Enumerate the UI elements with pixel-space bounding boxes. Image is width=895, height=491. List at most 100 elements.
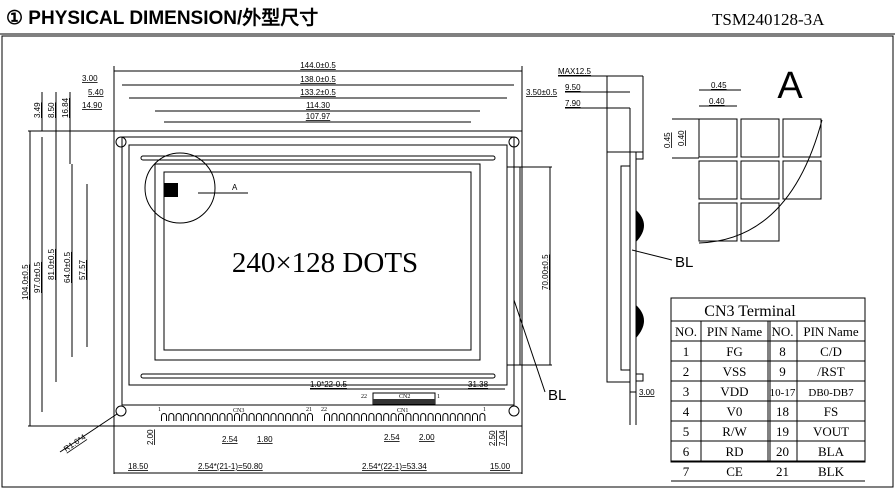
- frame-outline: [121, 136, 515, 406]
- pin: [361, 413, 367, 421]
- svg-text:22: 22: [321, 407, 327, 413]
- table-cell: V0: [727, 404, 743, 419]
- pin: [270, 413, 277, 421]
- pin: [457, 413, 464, 421]
- cn1-pins: [324, 413, 486, 421]
- pin: [292, 413, 299, 421]
- table-cell: 5: [683, 424, 690, 439]
- svg-text:31.38: 31.38: [468, 380, 489, 389]
- pin: [161, 413, 167, 421]
- pin: [197, 413, 204, 421]
- pin: [412, 413, 419, 421]
- svg-text:3.00: 3.00: [82, 74, 98, 83]
- pin: [331, 413, 338, 421]
- table-cell: VSS: [723, 364, 747, 379]
- pin: [263, 413, 270, 421]
- pin: [420, 413, 427, 421]
- pin: [307, 413, 313, 421]
- pin: [353, 413, 360, 421]
- table-cell: 21: [776, 464, 789, 479]
- table-cell: DB0-DB7: [808, 387, 854, 399]
- pin: [182, 413, 189, 421]
- svg-text:14.90: 14.90: [82, 101, 103, 110]
- table-cell: FG: [726, 344, 743, 359]
- pin: [190, 413, 197, 421]
- detail-a: A 0.45 0.40 0.45 0.40: [663, 65, 823, 244]
- pin: [299, 413, 306, 421]
- pin: [435, 413, 441, 421]
- svg-text:MAX12.5: MAX12.5: [558, 67, 591, 76]
- pixel-cell: [698, 118, 738, 158]
- table-cell: RD: [725, 444, 743, 459]
- table-cell: BLK: [818, 464, 845, 479]
- pin: [255, 413, 262, 421]
- svg-text:1.80: 1.80: [257, 435, 273, 444]
- svg-text:0.45: 0.45: [663, 132, 672, 148]
- svg-text:5.40: 5.40: [88, 88, 104, 97]
- svg-text:A: A: [777, 65, 803, 107]
- svg-text:15.00: 15.00: [490, 462, 511, 471]
- table-cell: 8: [779, 344, 786, 359]
- dots-label: 240×128 DOTS: [232, 247, 418, 279]
- detail-a-circle: [144, 152, 216, 224]
- svg-text:16.84: 16.84: [61, 97, 70, 118]
- table-cell: 6: [683, 444, 690, 459]
- svg-text:0.45: 0.45: [711, 81, 727, 90]
- pixel-cell: [740, 118, 780, 158]
- svg-text:8.50: 8.50: [47, 102, 56, 118]
- view-area: [154, 163, 481, 361]
- pin: [383, 413, 390, 421]
- pin: [212, 413, 219, 421]
- table-cell: FS: [824, 404, 838, 419]
- section-title: ① PHYSICAL DIMENSION/外型尺寸: [6, 6, 318, 29]
- pcb-outline: [113, 130, 523, 427]
- svg-text:1: 1: [483, 407, 486, 413]
- pixel-cell: [782, 160, 822, 200]
- table-cell: R/W: [722, 424, 747, 439]
- pixel-cell: [740, 160, 780, 200]
- pin: [277, 413, 284, 421]
- table-cell: BLA: [818, 444, 845, 459]
- pin: [472, 413, 478, 421]
- pin: [427, 413, 434, 421]
- table-cell: CE: [726, 464, 743, 479]
- svg-text:3.49: 3.49: [33, 102, 42, 118]
- svg-text:2.00: 2.00: [146, 429, 155, 445]
- bl-label: BL: [548, 387, 566, 404]
- pin: [375, 413, 382, 421]
- table-cell: C/D: [820, 344, 842, 359]
- table-cell: VDD: [720, 384, 748, 399]
- pin: [285, 413, 292, 421]
- pixel-cell: [740, 202, 780, 242]
- table-header: NO.: [771, 324, 793, 339]
- table-cell: 7: [683, 464, 690, 479]
- model-number: TSM240128-3A: [712, 10, 825, 29]
- svg-text:1: 1: [158, 407, 161, 413]
- svg-text:R1.6*4: R1.6*4: [62, 432, 88, 453]
- svg-text:3.00: 3.00: [639, 388, 655, 397]
- pin: [405, 413, 412, 421]
- cn3-pins: [161, 413, 313, 421]
- svg-text:1: 1: [437, 394, 440, 400]
- svg-text:133.2±0.5: 133.2±0.5: [300, 88, 336, 97]
- svg-text:2.54*(22-1)=53.34: 2.54*(22-1)=53.34: [362, 462, 427, 471]
- svg-text:9.50: 9.50: [565, 83, 581, 92]
- table-cell: 18: [776, 404, 789, 419]
- table-cell: 1: [683, 344, 690, 359]
- svg-text:104.0±0.5: 104.0±0.5: [21, 264, 30, 300]
- svg-text:138.0±0.5: 138.0±0.5: [300, 75, 336, 84]
- pin: [449, 413, 456, 421]
- svg-text:7.04: 7.04: [498, 430, 507, 446]
- pin: [324, 413, 330, 421]
- side-view: MAX12.5 9.50 7.90 BL 3.00: [558, 67, 693, 425]
- table-cell: VOUT: [813, 424, 849, 439]
- pixel-cell: [698, 202, 738, 242]
- pin: [168, 413, 175, 421]
- active-area: [163, 171, 472, 351]
- svg-text:144.0±0.5: 144.0±0.5: [300, 61, 336, 70]
- table-cell: 19: [776, 424, 789, 439]
- pin: [479, 413, 486, 421]
- svg-text:7.90: 7.90: [565, 99, 581, 108]
